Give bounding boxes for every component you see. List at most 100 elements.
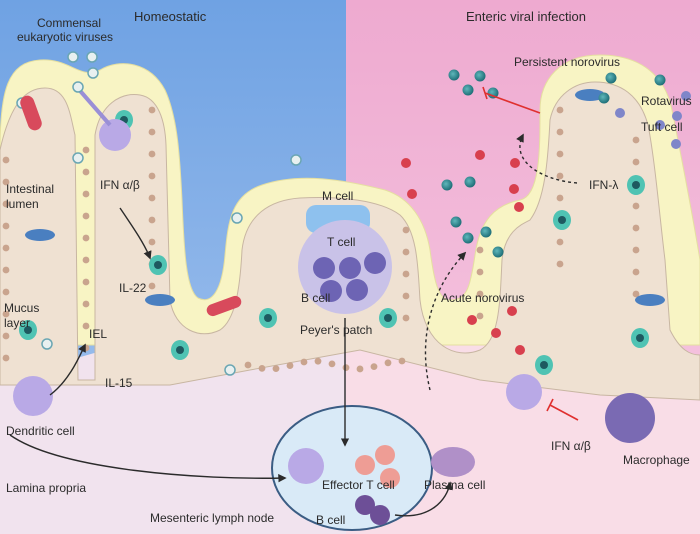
intestinal-lumen-label-line1: Intestinal — [6, 182, 55, 196]
lymph-node-dendritic-cell — [288, 448, 324, 484]
plasma-cell-label: Plasma cell — [424, 478, 486, 492]
peyers-patch-cell — [346, 279, 368, 301]
infection-title: Enteric viral infection — [466, 9, 586, 24]
epithelial-nucleus — [556, 194, 564, 202]
norovirus-particle — [464, 176, 476, 188]
goblet-cell-nucleus — [264, 314, 272, 322]
red-virus-particle — [510, 158, 520, 168]
peyers-patch-label: Peyer's patch — [300, 323, 373, 337]
norovirus-particle — [654, 74, 666, 86]
epithelial-nucleus — [632, 136, 640, 144]
antibody-arrow — [424, 251, 467, 391]
macrophage-inhibition-bar — [546, 398, 554, 412]
villus-dendritic-cell — [99, 119, 131, 151]
epithelial-nucleus — [148, 282, 156, 290]
epithelial-nucleus — [82, 278, 90, 286]
epithelial-nucleus — [356, 365, 364, 373]
epithelial-nucleus — [148, 216, 156, 224]
rotavirus-particle — [615, 108, 625, 118]
epithelial-nucleus — [314, 357, 322, 365]
epithelial-nucleus — [2, 310, 10, 318]
norovirus-particle — [605, 72, 617, 84]
epithelial-nucleus — [370, 363, 378, 371]
epithelial-nucleus — [82, 300, 90, 308]
tuft-cell-label: Tuft cell — [641, 120, 683, 134]
epithelial-nucleus — [2, 178, 10, 186]
red-virus-particle — [491, 328, 501, 338]
epithelial-nucleus — [476, 246, 484, 254]
epithelial-nucleus — [272, 365, 280, 373]
epithelial-nucleus — [148, 194, 156, 202]
red-virus-particle — [475, 150, 485, 160]
epithelial-nucleus — [632, 246, 640, 254]
tuft-cell — [635, 294, 665, 306]
epithelial-nucleus — [244, 361, 252, 369]
effector-t-cell — [355, 455, 375, 475]
red-virus-particle — [467, 315, 477, 325]
macrophage-inhibition — [549, 404, 579, 421]
norovirus-particle — [462, 84, 474, 96]
epithelial-nucleus — [402, 292, 410, 300]
peyers-patch-cell — [339, 257, 361, 279]
intestinal-lumen-label-line2: lumen — [6, 197, 39, 211]
epithelial-nucleus — [476, 312, 484, 320]
red-virus-particle — [507, 306, 517, 316]
macrophage-label: Macrophage — [623, 453, 690, 467]
epithelial-nucleus — [632, 202, 640, 210]
commensal-virus — [290, 154, 302, 166]
peyers-patch-cell — [320, 280, 342, 302]
epithelial-nucleus — [82, 212, 90, 220]
epithelial-nucleus — [556, 238, 564, 246]
commensal-virus — [67, 51, 79, 63]
epithelial-nucleus — [148, 238, 156, 246]
rotavirus-particle — [671, 139, 681, 149]
effector-t-cell — [380, 468, 400, 488]
norovirus-particle — [474, 70, 486, 82]
bacterium — [20, 95, 42, 131]
effector-t-cell-label: Effector T cell — [322, 478, 395, 492]
norovirus-particle — [480, 226, 492, 238]
epithelial-nucleus — [556, 106, 564, 114]
epithelial-nucleus — [148, 150, 156, 158]
b-cell-pp-label: B cell — [301, 291, 331, 305]
il15-label: IL-15 — [105, 376, 133, 390]
rotavirus-label: Rotavirus — [641, 94, 692, 108]
epithelial-nucleus — [402, 248, 410, 256]
ifn-ab-right-label: IFN α/β — [551, 439, 591, 453]
bacterium — [206, 295, 242, 317]
persistent-norovirus-label: Persistent norovirus — [514, 55, 621, 69]
epithelial-nucleus — [148, 128, 156, 136]
epithelial-nucleus — [556, 128, 564, 136]
epithelial-nucleus — [2, 222, 10, 230]
epithelial-nucleus — [148, 106, 156, 114]
epithelial-nucleus — [402, 226, 410, 234]
effector-t-cell — [375, 445, 395, 465]
goblet-cell-nucleus — [540, 361, 548, 369]
il15-arrow — [49, 343, 86, 396]
il22-label: IL-22 — [119, 281, 147, 295]
epithelial-nucleus — [632, 224, 640, 232]
dc-to-ln-arrow — [9, 434, 287, 483]
red-virus-particle — [509, 184, 519, 194]
epithelial-nucleus — [82, 168, 90, 176]
goblet-cell-nucleus — [154, 261, 162, 269]
norovirus-particle — [598, 92, 610, 104]
norovirus-particle — [462, 232, 474, 244]
lymph-node — [271, 405, 433, 531]
epithelial-nucleus — [556, 260, 564, 268]
commensal-virus — [224, 364, 236, 376]
epithelial-nucleus — [2, 200, 10, 208]
acute-norovirus-label: Acute norovirus — [441, 291, 525, 305]
m-cell-label: M cell — [322, 189, 354, 203]
tuft-cell — [25, 229, 55, 241]
commensal-virus — [72, 81, 84, 93]
ifn-lambda-arrow — [516, 133, 578, 184]
epithelial-nucleus — [300, 358, 308, 366]
red-virus-particle — [401, 158, 411, 168]
homeostatic-title: Homeostatic — [134, 9, 207, 24]
t-cell-pp-label: T cell — [327, 235, 356, 249]
red-virus-particle — [514, 202, 524, 212]
epithelial-nucleus — [556, 172, 564, 180]
epithelial-nucleus — [2, 156, 10, 164]
commensal-virus — [87, 67, 99, 79]
